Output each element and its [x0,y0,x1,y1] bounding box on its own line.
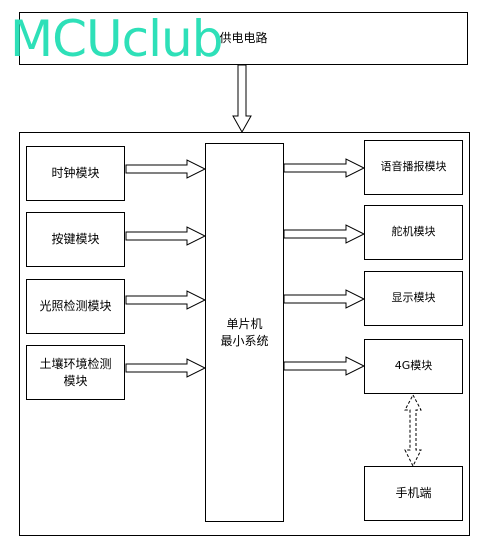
clock-module-box: 时钟模块 [26,146,125,201]
phone-box: 手机端 [364,466,463,521]
4g-phone-bidirectional-arrow [404,393,422,468]
mcu-label: 单片机 最小系统 [220,317,269,348]
display-module-box: 显示模块 [364,271,463,326]
4g-module-label: 4G模块 [394,359,433,373]
soil-to-mcu-arrow [125,358,207,378]
4g-module-box: 4G模块 [364,339,463,394]
phone-label: 手机端 [395,486,432,501]
light-detect-module-label: 光照检测模块 [39,299,112,314]
power-supply-box: 供电电路 [19,12,468,65]
mcu-to-4g-arrow [283,356,366,376]
power-to-system-arrow [232,64,252,134]
soil-detect-module-label: 土壤环境检测 模块 [39,357,112,388]
clock-module-label: 时钟模块 [51,166,100,181]
mcu-to-voice-arrow [283,158,366,178]
mcu-to-servo-arrow [283,224,366,244]
button-to-mcu-arrow [125,226,207,246]
voice-module-label: 语音播报模块 [380,160,447,174]
button-module-box: 按键模块 [26,212,125,267]
mcu-box: 单片机 最小系统 [205,143,284,522]
soil-detect-module-box: 土壤环境检测 模块 [26,345,125,400]
clock-to-mcu-arrow [125,159,207,179]
mcu-to-display-arrow [283,289,366,309]
light-detect-module-box: 光照检测模块 [26,279,125,334]
power-supply-label: 供电电路 [219,31,268,46]
servo-module-box: 舵机模块 [364,205,463,260]
voice-module-box: 语音播报模块 [364,140,463,195]
light-to-mcu-arrow [125,290,207,310]
button-module-label: 按键模块 [51,232,100,247]
display-module-label: 显示模块 [391,291,436,305]
servo-module-label: 舵机模块 [391,225,436,239]
mcuclub-watermark: MCUclub [10,10,223,68]
